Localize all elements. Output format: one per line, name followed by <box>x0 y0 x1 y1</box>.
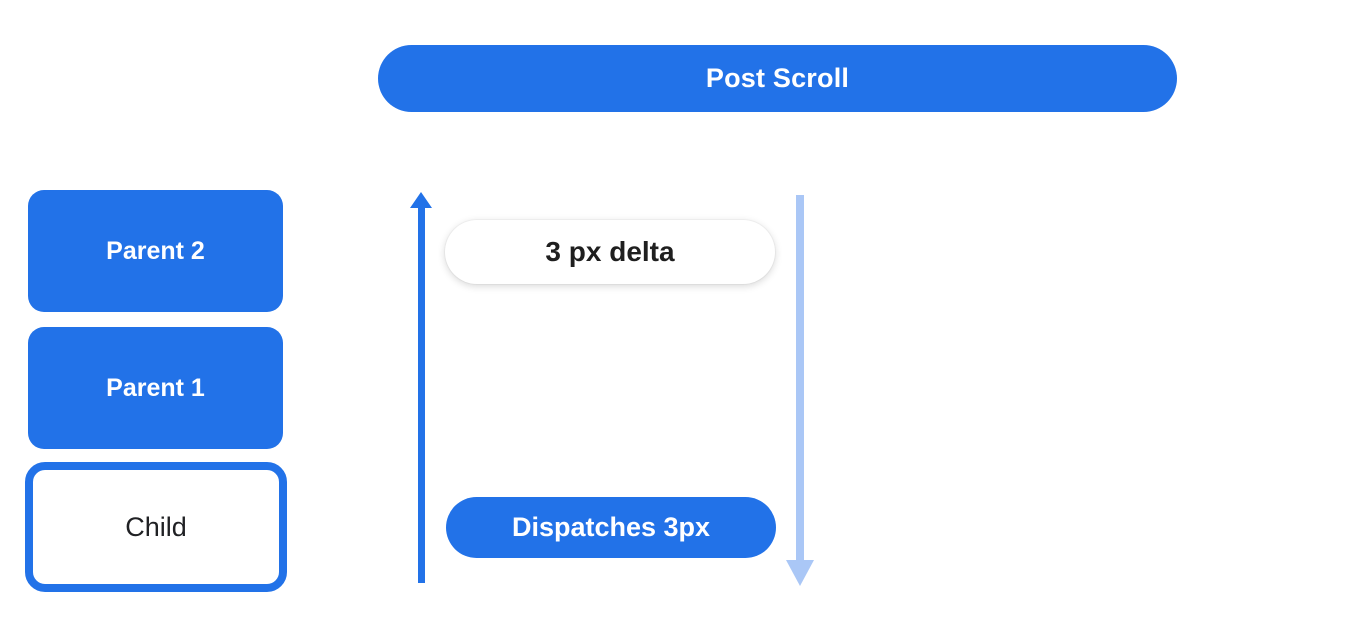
arrow-up-shaft <box>418 206 425 583</box>
parent1-box: Parent 1 <box>28 327 283 449</box>
delta-pill: 3 px delta <box>445 220 775 284</box>
dispatch-pill: Dispatches 3px <box>446 497 776 558</box>
child-box: Child <box>25 462 287 592</box>
arrow-down-shaft <box>796 195 804 563</box>
parent2-box: Parent 2 <box>28 190 283 312</box>
arrow-down-head <box>786 560 814 586</box>
post-scroll-banner: Post Scroll <box>378 45 1177 112</box>
arrow-up-head <box>410 192 432 208</box>
